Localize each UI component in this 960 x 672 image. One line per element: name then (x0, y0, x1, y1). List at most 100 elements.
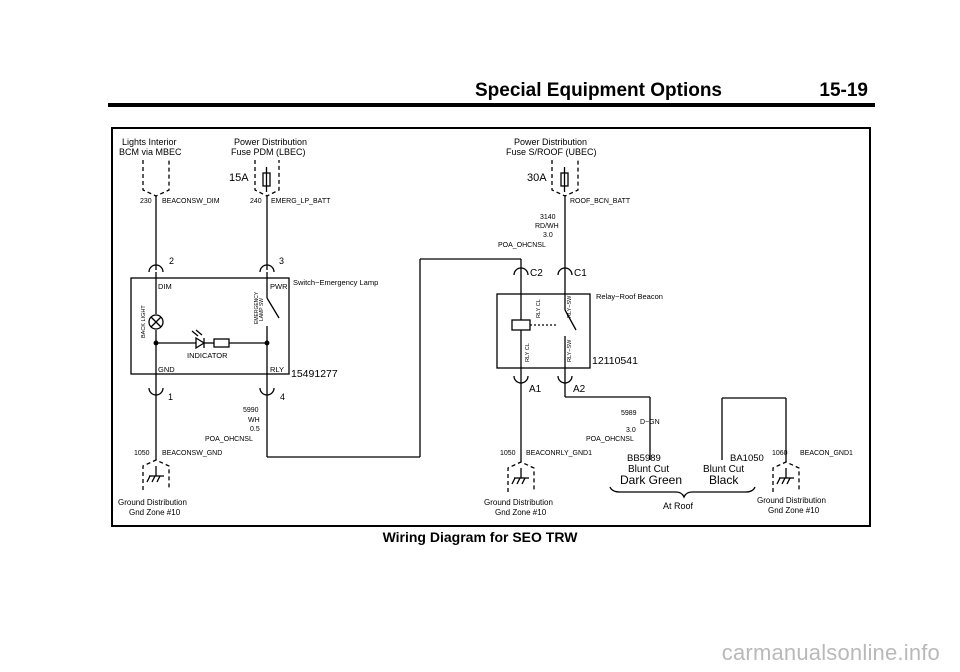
pin-2-label: 2 (169, 256, 174, 266)
roof-fuse-line2: Fuse S/ROOF (UBEC) (506, 147, 597, 157)
diagram-frame (111, 127, 871, 527)
gm-t3 (521, 477, 526, 485)
a2-label: A2 (573, 384, 586, 395)
blunt-black-line1: Blunt Cut (703, 464, 744, 475)
switch-label: Switch−Emergency Lamp (293, 278, 378, 287)
wire-5990-location: POA_OHCNSL (205, 436, 253, 443)
blunt-black-line2: Black (709, 473, 739, 487)
ground-left-line2: Gnd Zone #10 (129, 508, 181, 517)
wire-1050-left-number: 1050 (134, 450, 150, 457)
ground-left-line1: Ground Distribution (118, 498, 187, 507)
ground-mid-line1: Ground Distribution (484, 498, 553, 507)
lights-interior-line1: Lights Interior (122, 137, 177, 147)
relay-switch-contact (564, 309, 577, 331)
page-header: Special Equipment Options 15-19 (0, 80, 880, 104)
ground-right-line1: Ground Distribution (757, 496, 826, 505)
wire-3140-name: ROOF_BCN_BATT (570, 198, 631, 205)
wire-1050-left-name: BEACONSW_GND (162, 450, 222, 457)
ground-right-bracket (772, 461, 800, 492)
blunt-dark-line2: Dark Green (620, 473, 682, 487)
fuse-15a-label: 15A (229, 172, 249, 184)
switch-box (130, 277, 290, 375)
indicator-led-icon (195, 336, 206, 350)
emerg-sw-line1: EMERGENCY (254, 291, 260, 324)
wire-1060-number: 1060 (772, 450, 788, 457)
rly-cl-top: RLY CL (536, 299, 542, 318)
wire-3140-location: POA_OHCNSL (498, 242, 546, 249)
wire-3140-number: 3140 (540, 214, 556, 221)
rly-cl-bot: RLY CL (525, 343, 531, 362)
gm-t2 (516, 477, 521, 485)
ground-left-bracket (142, 459, 170, 490)
pin-3-label: 3 (279, 256, 284, 266)
wire-1050-mid-name: BEACONRLY_GND1 (526, 450, 592, 457)
pin-4-label: 4 (280, 392, 285, 402)
at-roof-brace (609, 486, 756, 499)
gl-t2 (151, 475, 156, 483)
bb5989-label: BB5989 (627, 453, 661, 464)
c1-label: C1 (574, 268, 587, 279)
gl-t1 (146, 475, 151, 483)
rly-label: RLY (270, 365, 284, 374)
emergency-switch-contact (266, 297, 280, 319)
back-light-bulb-icon (148, 314, 164, 330)
ground-mid-bracket (507, 461, 535, 492)
wire-3140-color: RD/WH (535, 223, 559, 230)
wire-5989-gauge: 3.0 (626, 427, 636, 434)
pin-3-connector (259, 264, 275, 273)
pdm-fuse-line1: Power Distribution (234, 137, 307, 147)
bulb-x2 (150, 316, 162, 328)
ground-mid-line2: Gnd Zone #10 (495, 508, 547, 517)
wire-5990-color: WH (248, 417, 260, 424)
lights-interior-line2: BCM via MBEC (119, 147, 182, 157)
emerg-sw-line2: LAMP SW (259, 298, 265, 321)
dim-label: DIM (158, 282, 172, 291)
roof-fuse-line1: Power Distribution (514, 137, 587, 147)
pdm-fuse-line2: Fuse PDM (LBEC) (231, 147, 306, 157)
blunt-dark-line1: Blunt Cut (628, 464, 669, 475)
gnd-label: GND (158, 365, 175, 374)
wire-5990-number: 5990 (243, 407, 259, 414)
wire-240-number: 240 (250, 198, 262, 205)
section-title: Special Equipment Options (474, 80, 722, 101)
relay-part-number: 12110541 (592, 355, 638, 367)
ground-right-line2: Gnd Zone #10 (768, 506, 820, 515)
page-number: 15-19 (819, 80, 868, 101)
led-ray2 (195, 329, 203, 336)
wire-230-number: 230 (140, 198, 152, 205)
watermark: carmanualsonline.info (721, 640, 940, 665)
gr-t2 (781, 477, 786, 485)
gl-t3 (156, 475, 161, 483)
wire-5989-color: D−GN (640, 419, 660, 426)
relay-label: Relay−Roof Beacon (596, 292, 663, 301)
wire-1060-name: BEACON_GND1 (800, 450, 853, 457)
wire-5989-number: 5989 (621, 410, 637, 417)
wire-5989-location: POA_OHCNSL (586, 436, 634, 443)
wire-230-name: BEACONSW_DIM (162, 198, 220, 205)
pin-1-label: 1 (168, 392, 173, 402)
relay-box (496, 293, 591, 369)
rly-sw-top: RLY−SW (567, 295, 573, 318)
gr-t1 (776, 477, 781, 485)
wire-5990-gauge: 0.5 (250, 426, 260, 433)
header-rule (108, 103, 875, 107)
c2-label: C2 (530, 268, 543, 279)
at-roof-label: At Roof (663, 501, 694, 511)
gr-t3 (786, 477, 791, 485)
back-light-label: BACK LIGHT (141, 305, 147, 338)
indicator-label: INDICATOR (187, 351, 228, 360)
indicator-resistor (213, 338, 230, 348)
bcm-connector-bracket (142, 160, 170, 197)
a1-label: A1 (529, 384, 542, 395)
rly-sw-bot: RLY−SW (567, 339, 573, 362)
ba1050-label: BA1050 (730, 453, 764, 464)
switch-part-number: 15491277 (291, 368, 338, 380)
figure-caption: Wiring Diagram for SEO TRW (382, 529, 578, 545)
pwr-label: PWR (270, 282, 288, 291)
pin-2-connector (148, 264, 164, 273)
wire-3140-gauge: 3.0 (543, 232, 553, 239)
led-ray1 (191, 330, 199, 337)
wire-1050-mid-number: 1050 (500, 450, 516, 457)
wire-240-name: EMERG_LP_BATT (271, 198, 331, 205)
